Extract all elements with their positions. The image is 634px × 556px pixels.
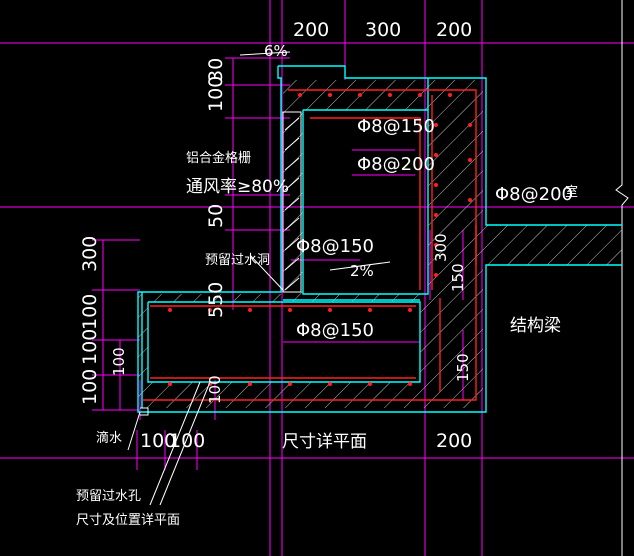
dim-50: 50 bbox=[205, 204, 227, 228]
dim-100-b: 100 bbox=[79, 329, 101, 365]
top-dim-2: 300 bbox=[365, 19, 401, 41]
rebar bbox=[143, 89, 477, 401]
dim-150-right-lower: 150 bbox=[454, 353, 472, 382]
dim-300-right: 300 bbox=[432, 233, 450, 262]
drip-note: 滴水 bbox=[96, 430, 122, 446]
louver-note: 铝合金格栅 bbox=[186, 150, 251, 166]
bottom-dim-1: 100 bbox=[140, 430, 176, 452]
rebar-label-5: Φ8@150 bbox=[296, 320, 374, 341]
ventilation-note: 通风率≥80% bbox=[186, 177, 289, 197]
dim-300: 300 bbox=[79, 236, 101, 272]
rebar-label-1: Φ8@150 bbox=[357, 116, 435, 137]
rebar-dots bbox=[168, 93, 472, 386]
section-outline bbox=[137, 65, 622, 413]
hole-note-1: 预留过水孔 bbox=[76, 489, 141, 504]
top-dim-3: 200 bbox=[436, 19, 472, 41]
rebar-label-4: Φ8@150 bbox=[296, 236, 374, 257]
top-dim-1: 200 bbox=[293, 19, 329, 41]
bottom-dim-3: 200 bbox=[436, 430, 472, 452]
bottom-title: 尺寸详平面 bbox=[282, 432, 367, 452]
dim-100-inner-bottom: 100 bbox=[206, 375, 224, 404]
louver-grid bbox=[282, 111, 302, 293]
leader-lines bbox=[127, 51, 391, 506]
rebar-label-2: Φ8@200 bbox=[357, 154, 435, 175]
dim-100-upper: 100 bbox=[205, 76, 227, 112]
slot-note: 预留过水洞 bbox=[205, 253, 270, 268]
dim-550: 550 bbox=[205, 282, 227, 318]
dim-150-right-upper: 150 bbox=[449, 263, 467, 292]
dim-100-c: 100 bbox=[79, 369, 101, 405]
dim-100-inner-left: 100 bbox=[110, 347, 128, 376]
concrete-section bbox=[138, 80, 622, 408]
dim-100-a: 100 bbox=[79, 294, 101, 330]
slope-note: 2% bbox=[350, 262, 374, 280]
beam-note: 结构梁 bbox=[510, 316, 561, 336]
hole-note-2: 尺寸及位置详平面 bbox=[76, 513, 180, 528]
dim-30: 30 bbox=[205, 58, 227, 82]
break-line bbox=[615, 0, 629, 556]
bottom-dim-2: 100 bbox=[169, 430, 205, 452]
room-suffix: 室 bbox=[565, 184, 578, 200]
rebar-label-3: Φ8@200 bbox=[495, 184, 573, 205]
slope-top-label: 6% bbox=[264, 42, 288, 60]
